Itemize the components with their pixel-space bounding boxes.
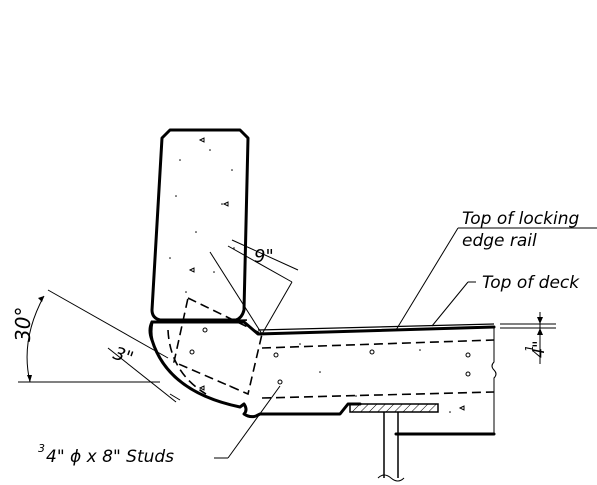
dim3-line — [107, 347, 177, 403]
locking-rail-label-2: edge rail — [462, 231, 537, 251]
quarter-num: 1 — [523, 345, 536, 352]
angle-arc — [26, 295, 45, 383]
parapet-wall-outline — [150, 128, 250, 322]
leader-locking-line — [395, 227, 459, 331]
edge-beam-left-cap — [148, 320, 154, 342]
stirrup-dashed-1 — [181, 319, 249, 323]
edge-beam-outline — [149, 320, 496, 419]
dim9-ext-top — [231, 239, 299, 271]
dim9-ext-right — [261, 281, 293, 335]
angle-label: 30° — [11, 307, 35, 342]
dim3-tick — [169, 393, 181, 401]
top-of-deck-label: Top of deck — [482, 273, 580, 293]
dim-9-label: 9" — [254, 246, 274, 267]
locking-rail-label-1: Top of locking — [462, 209, 579, 229]
deck-rebar-dashed-bottom — [261, 391, 495, 399]
concrete-stipple — [169, 137, 465, 413]
girder-web-break — [377, 474, 405, 482]
studs-fraction-num: 3 — [38, 442, 45, 455]
quarter-den: 4" — [529, 340, 548, 358]
dim-3-label: 3" — [110, 343, 136, 369]
angle-slope-line — [47, 289, 169, 359]
girder-top-flange — [349, 403, 439, 413]
deck-rebar-dashed-top — [261, 339, 495, 349]
studs-leader-line — [227, 385, 281, 459]
dim9-line-right — [227, 245, 293, 283]
dim9-line — [209, 251, 263, 335]
deck-break-line — [491, 327, 497, 434]
stud-heads — [189, 327, 471, 385]
rail-anchor-dashed-box — [173, 296, 263, 396]
quarter-arrows — [537, 317, 543, 335]
edge-curve-dashed — [167, 329, 207, 395]
locking-rail-line — [257, 323, 495, 331]
studs-label: 4" ϕ x 8" Studs — [46, 447, 174, 467]
leader-deck-line — [431, 281, 469, 327]
